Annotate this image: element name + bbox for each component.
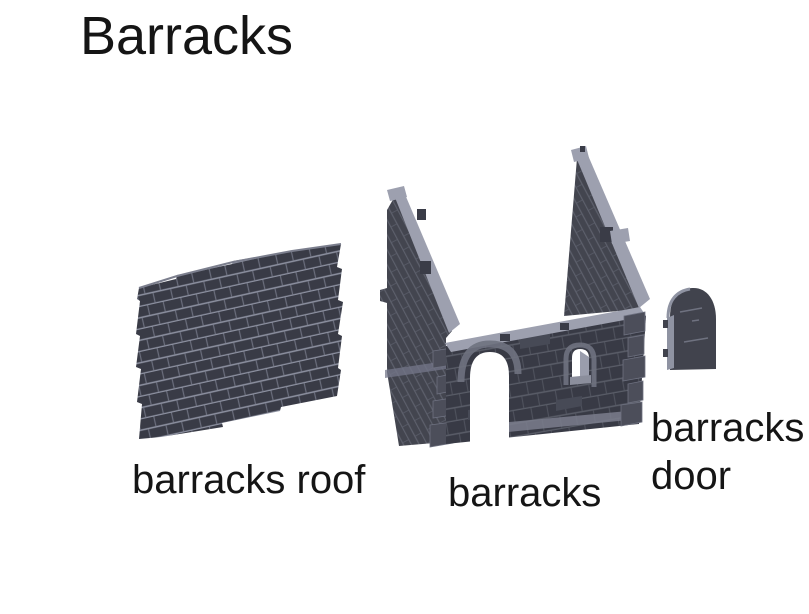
left-wall-plinth: [385, 361, 446, 378]
barracks-model: [380, 146, 650, 448]
front-wall-top-band: [445, 307, 646, 352]
door-side-face: [667, 315, 674, 370]
window-reveal: [580, 351, 589, 382]
left-gable-wall: [380, 196, 452, 446]
arch-doorway-opening: [470, 352, 509, 445]
barracks-roof-model: [136, 243, 343, 439]
label-barracks-roof: barracks roof: [132, 458, 366, 502]
window-sill: [570, 375, 591, 385]
door-slab: [670, 287, 716, 370]
page-title: Barracks: [80, 6, 294, 66]
label-barracks-door: barracks door: [651, 406, 805, 498]
barracks-door-model: [663, 287, 716, 370]
label-barracks: barracks: [448, 471, 602, 515]
left-gable-cap: [387, 186, 407, 201]
